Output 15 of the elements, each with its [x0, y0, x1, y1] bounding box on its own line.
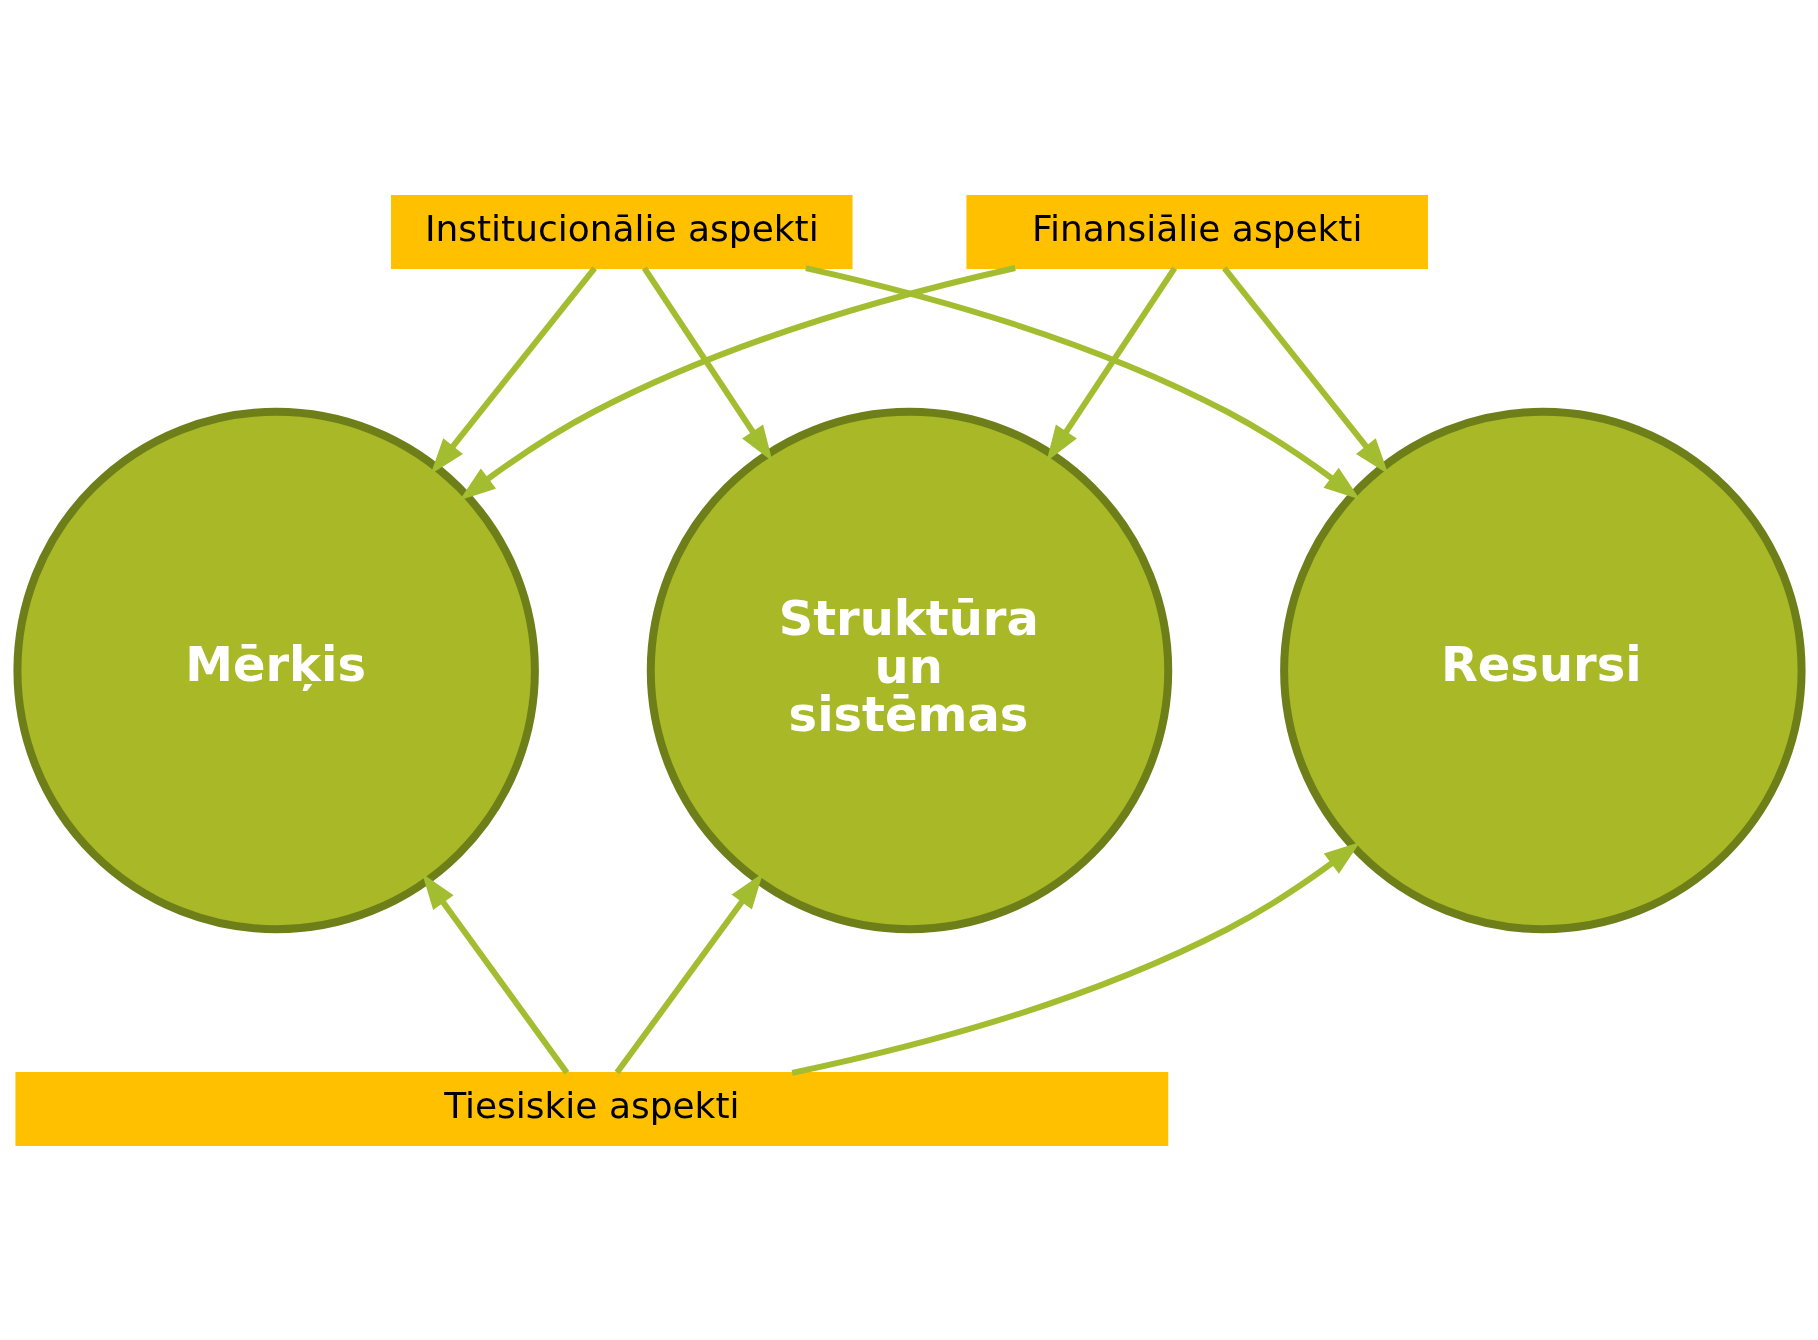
- arrow: [641, 265, 773, 462]
- arrow: [430, 265, 597, 474]
- arrow: [791, 841, 1361, 1076]
- node-circle: Struktūra un sistēmas: [646, 407, 1173, 933]
- node-circle: Resursi: [1280, 407, 1806, 933]
- node-box: Finansiālie aspekti: [966, 194, 1428, 269]
- node-box: Tiesiskie aspekti: [15, 1071, 1169, 1146]
- arrow: [1222, 265, 1389, 474]
- arrow: [805, 264, 1360, 499]
- node-circle: Mērķis: [13, 407, 539, 933]
- arrow: [614, 872, 763, 1074]
- node-box: Institucionālie aspekti: [391, 194, 853, 269]
- arrow: [422, 873, 570, 1074]
- arrow: [1046, 265, 1178, 462]
- arrow: [459, 264, 1016, 500]
